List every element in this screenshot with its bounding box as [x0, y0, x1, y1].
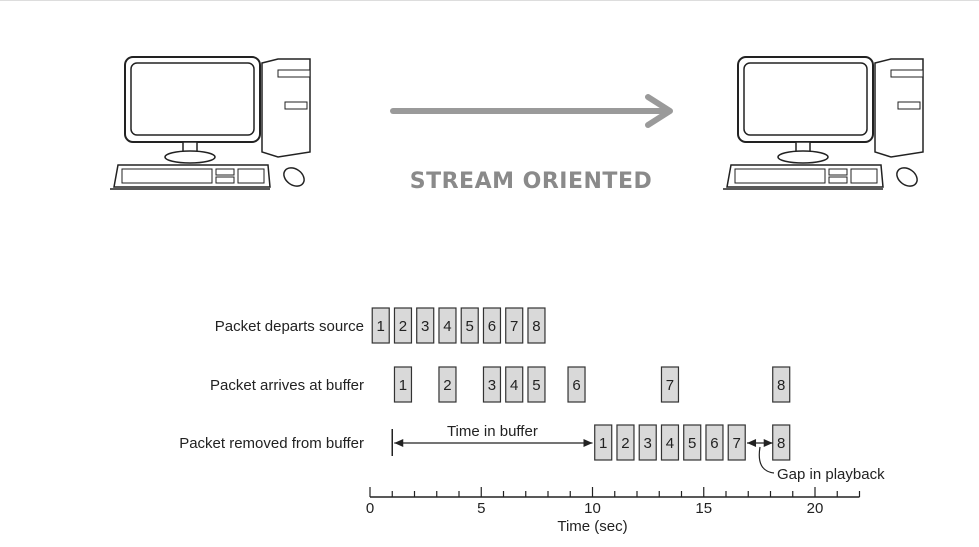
packet-box: 7 [727, 424, 746, 461]
sender-computer-icon [109, 56, 311, 191]
packet-box: 1 [371, 307, 390, 344]
arrowhead-left [394, 439, 404, 447]
packet-box: 1 [594, 424, 613, 461]
packet-rect [594, 424, 613, 461]
arrowhead-right [583, 439, 593, 447]
packet-number: 8 [532, 318, 540, 335]
packet-rect [438, 307, 457, 344]
receiver-computer-icon [722, 56, 924, 191]
packet-box: 2 [616, 424, 635, 461]
packet-rect [438, 366, 457, 403]
packet-box: 2 [393, 307, 413, 344]
packet-rect [638, 424, 657, 461]
packet-rect [567, 366, 586, 403]
packet-number: 7 [510, 318, 518, 335]
packet-box: 8 [772, 424, 791, 461]
packet-number: 8 [777, 377, 785, 394]
packet-number: 3 [421, 318, 429, 335]
packet-box: 6 [567, 366, 586, 403]
packet-number: 1 [599, 435, 607, 452]
stream-arrow-icon [390, 94, 673, 128]
packet-box: 2 [438, 366, 457, 403]
packet-number: 6 [488, 318, 496, 335]
packet-rect [505, 366, 524, 403]
packet-box: 1 [393, 366, 413, 403]
packet-number: 7 [733, 435, 741, 452]
packet-number: 7 [666, 377, 674, 394]
packet-rect [460, 307, 479, 344]
packet-rect [727, 424, 746, 461]
packet-number: 6 [710, 435, 718, 452]
packet-box: 8 [527, 307, 546, 344]
packet-rect [416, 307, 435, 344]
axis-title: Time (sec) [557, 518, 627, 535]
packet-rect [705, 424, 724, 461]
packet-number: 5 [532, 377, 540, 394]
packet-box: 6 [705, 424, 724, 461]
packet-number: 4 [510, 377, 518, 394]
packet-box: 5 [527, 366, 546, 403]
diagram-title: STREAM ORIENTED [410, 169, 652, 194]
packet-rect [616, 424, 635, 461]
packet-number: 3 [644, 435, 652, 452]
packet-number: 5 [466, 318, 474, 335]
time-in-buffer-label: Time in buffer [447, 423, 538, 440]
row-label: Packet departs source [215, 318, 364, 335]
packet-rect [482, 307, 502, 344]
axis-tick-label: 0 [366, 500, 374, 517]
packet-box: 4 [660, 424, 680, 461]
packet-number: 5 [688, 435, 696, 452]
packet-box: 3 [638, 424, 657, 461]
packet-rect [772, 366, 791, 403]
packet-box: 5 [683, 424, 702, 461]
packet-number: 2 [621, 435, 629, 452]
arrowhead-left [747, 439, 757, 447]
packet-number: 6 [572, 377, 580, 394]
packet-box: 4 [438, 307, 457, 344]
packet-box: 3 [416, 307, 435, 344]
packet-rect [393, 307, 413, 344]
packet-rect [371, 307, 390, 344]
packet-number: 1 [377, 318, 385, 335]
packet-rect [527, 366, 546, 403]
packet-rect [393, 366, 413, 403]
packet-number: 2 [399, 318, 407, 335]
packet-number: 2 [443, 377, 451, 394]
packet-box: 3 [482, 366, 502, 403]
axis-tick-label: 10 [584, 500, 601, 517]
gap-leader-line [758, 446, 775, 474]
packet-rect [660, 366, 680, 403]
packet-box: 7 [660, 366, 680, 403]
gap-label: Gap in playback [777, 466, 885, 483]
packet-number: 8 [777, 435, 785, 452]
packet-box: 5 [460, 307, 479, 344]
arrowhead-right [763, 439, 773, 447]
packet-rect [683, 424, 702, 461]
packet-rect [527, 307, 546, 344]
row-label: Packet removed from buffer [179, 435, 364, 452]
axis-tick-label: 5 [477, 500, 485, 517]
packet-rect [660, 424, 680, 461]
packet-rect [505, 307, 524, 344]
packet-number: 4 [666, 435, 674, 452]
packet-number: 3 [488, 377, 496, 394]
packet-box: 6 [482, 307, 502, 344]
axis-tick-label: 15 [695, 500, 712, 517]
gap-annotation: Gap in playback [747, 439, 885, 483]
packet-box: 4 [505, 366, 524, 403]
packet-box: 8 [772, 366, 791, 403]
row-label: Packet arrives at buffer [210, 377, 364, 394]
packet-box: 7 [505, 307, 524, 344]
packet-number: 1 [399, 377, 407, 394]
time-in-buffer-annotation: Time in buffer [391, 423, 593, 456]
packet-rect [482, 366, 502, 403]
axis-tick-label: 20 [807, 500, 824, 517]
packet-number: 4 [443, 318, 451, 335]
